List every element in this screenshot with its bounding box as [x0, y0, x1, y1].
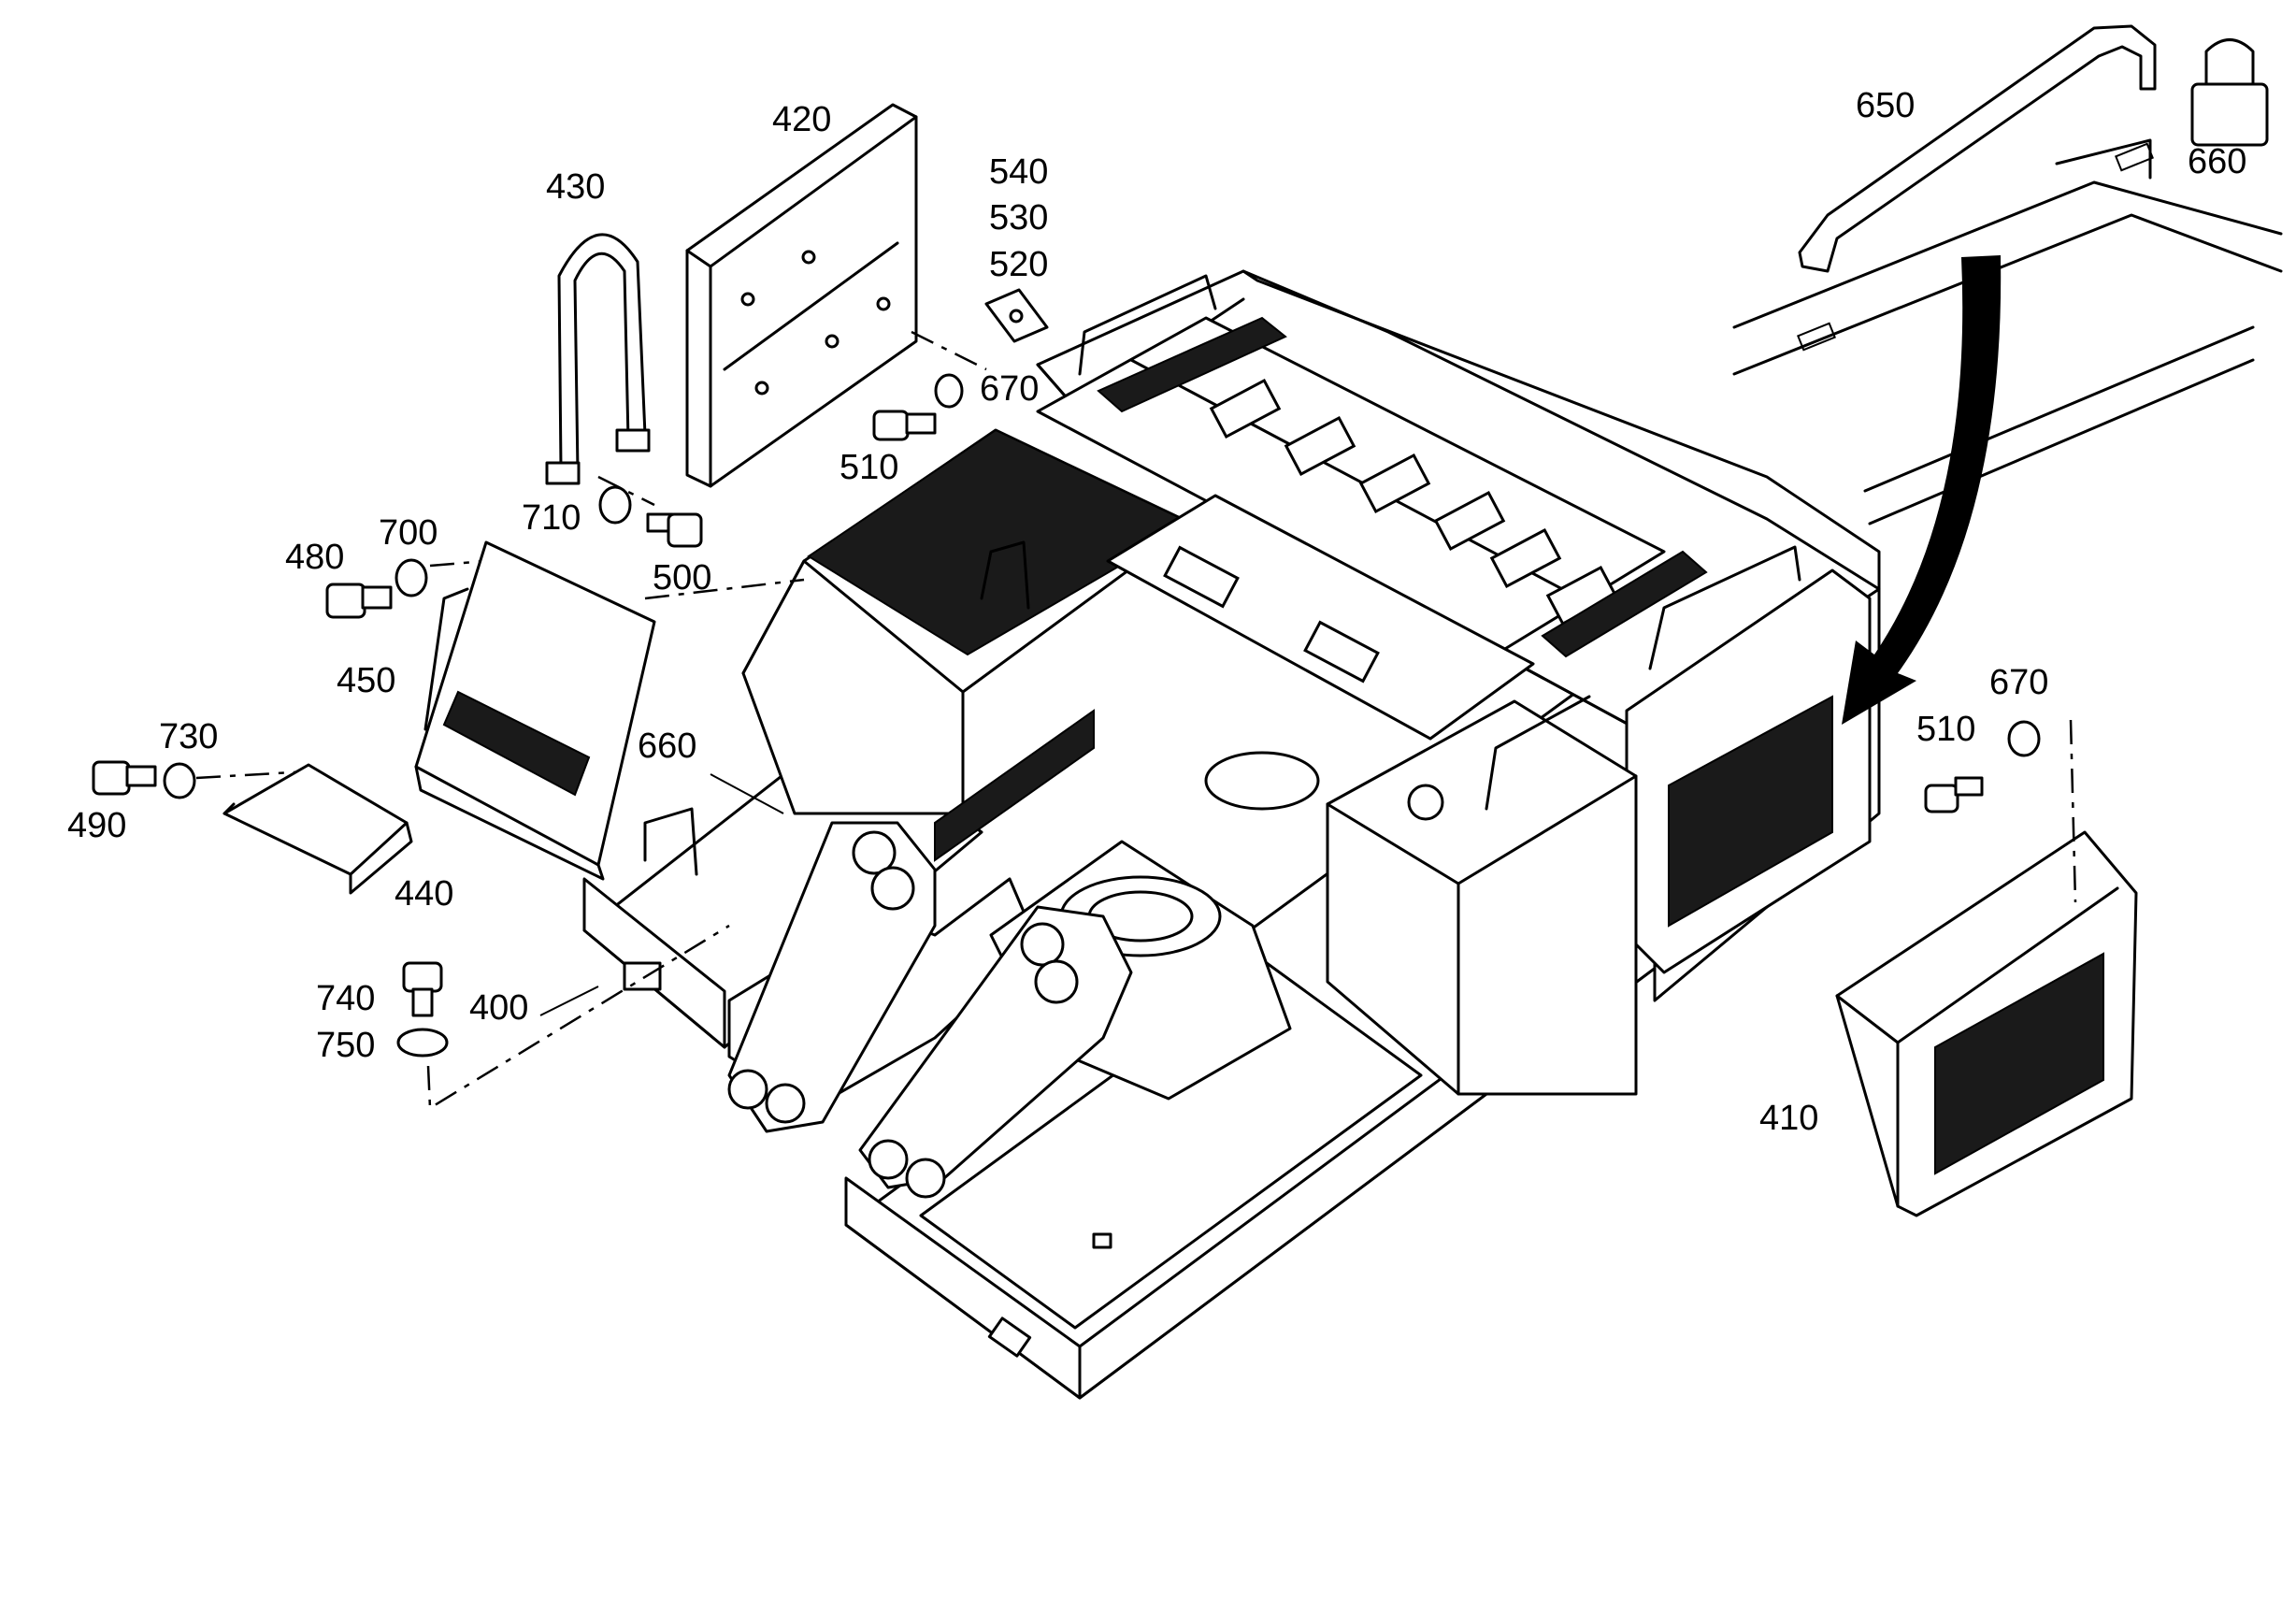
part-label-670-right: 670 — [1989, 663, 2048, 702]
part-label-440: 440 — [395, 874, 453, 914]
part-label-700: 700 — [379, 513, 438, 553]
part-440-drawing — [222, 763, 413, 895]
part-label-670-top: 670 — [980, 369, 1039, 409]
part-label-420: 420 — [772, 100, 831, 139]
part-label-430: 430 — [546, 167, 605, 207]
part-label-510-right: 510 — [1916, 710, 1975, 749]
bolt-500-drawing — [598, 485, 703, 548]
part-label-650: 650 — [1856, 86, 1915, 125]
part-420-drawing — [685, 103, 918, 488]
part-label-530: 530 — [989, 198, 1048, 237]
part-label-660-left: 660 — [638, 727, 696, 766]
part-label-750: 750 — [316, 1026, 375, 1065]
part-label-450: 450 — [337, 661, 395, 700]
part-label-410: 410 — [1759, 1099, 1818, 1138]
part-label-400: 400 — [469, 988, 528, 1028]
counterweight-rail-drawing — [1732, 138, 2283, 525]
assembly-arrow-icon — [1842, 255, 2002, 725]
padlock-icon — [2190, 38, 2269, 147]
bolt-510-right-drawing — [1924, 720, 2041, 813]
part-label-730: 730 — [159, 717, 218, 756]
part-label-490: 490 — [67, 806, 126, 845]
part-label-520: 520 — [989, 245, 1048, 284]
part-650-drawing — [1798, 24, 2157, 273]
part-label-740: 740 — [316, 979, 375, 1018]
part-label-710: 710 — [522, 498, 581, 538]
part-450-drawing — [414, 540, 656, 881]
main-frame-drawing — [582, 269, 1881, 1400]
part-label-480: 480 — [285, 538, 344, 577]
part-label-540: 540 — [989, 152, 1048, 192]
part-label-500: 500 — [653, 558, 711, 597]
part-520-drawing — [984, 288, 1049, 343]
part-410-drawing — [1835, 830, 2138, 1217]
part-label-510-top: 510 — [839, 448, 898, 487]
bolt-480-drawing — [325, 558, 428, 619]
part-430-drawing — [545, 233, 651, 485]
bolt-490-drawing — [92, 760, 196, 799]
bolt-740-drawing — [396, 961, 449, 1058]
bolt-510-drawing — [872, 373, 964, 441]
part-label-660-right: 660 — [2188, 142, 2246, 181]
